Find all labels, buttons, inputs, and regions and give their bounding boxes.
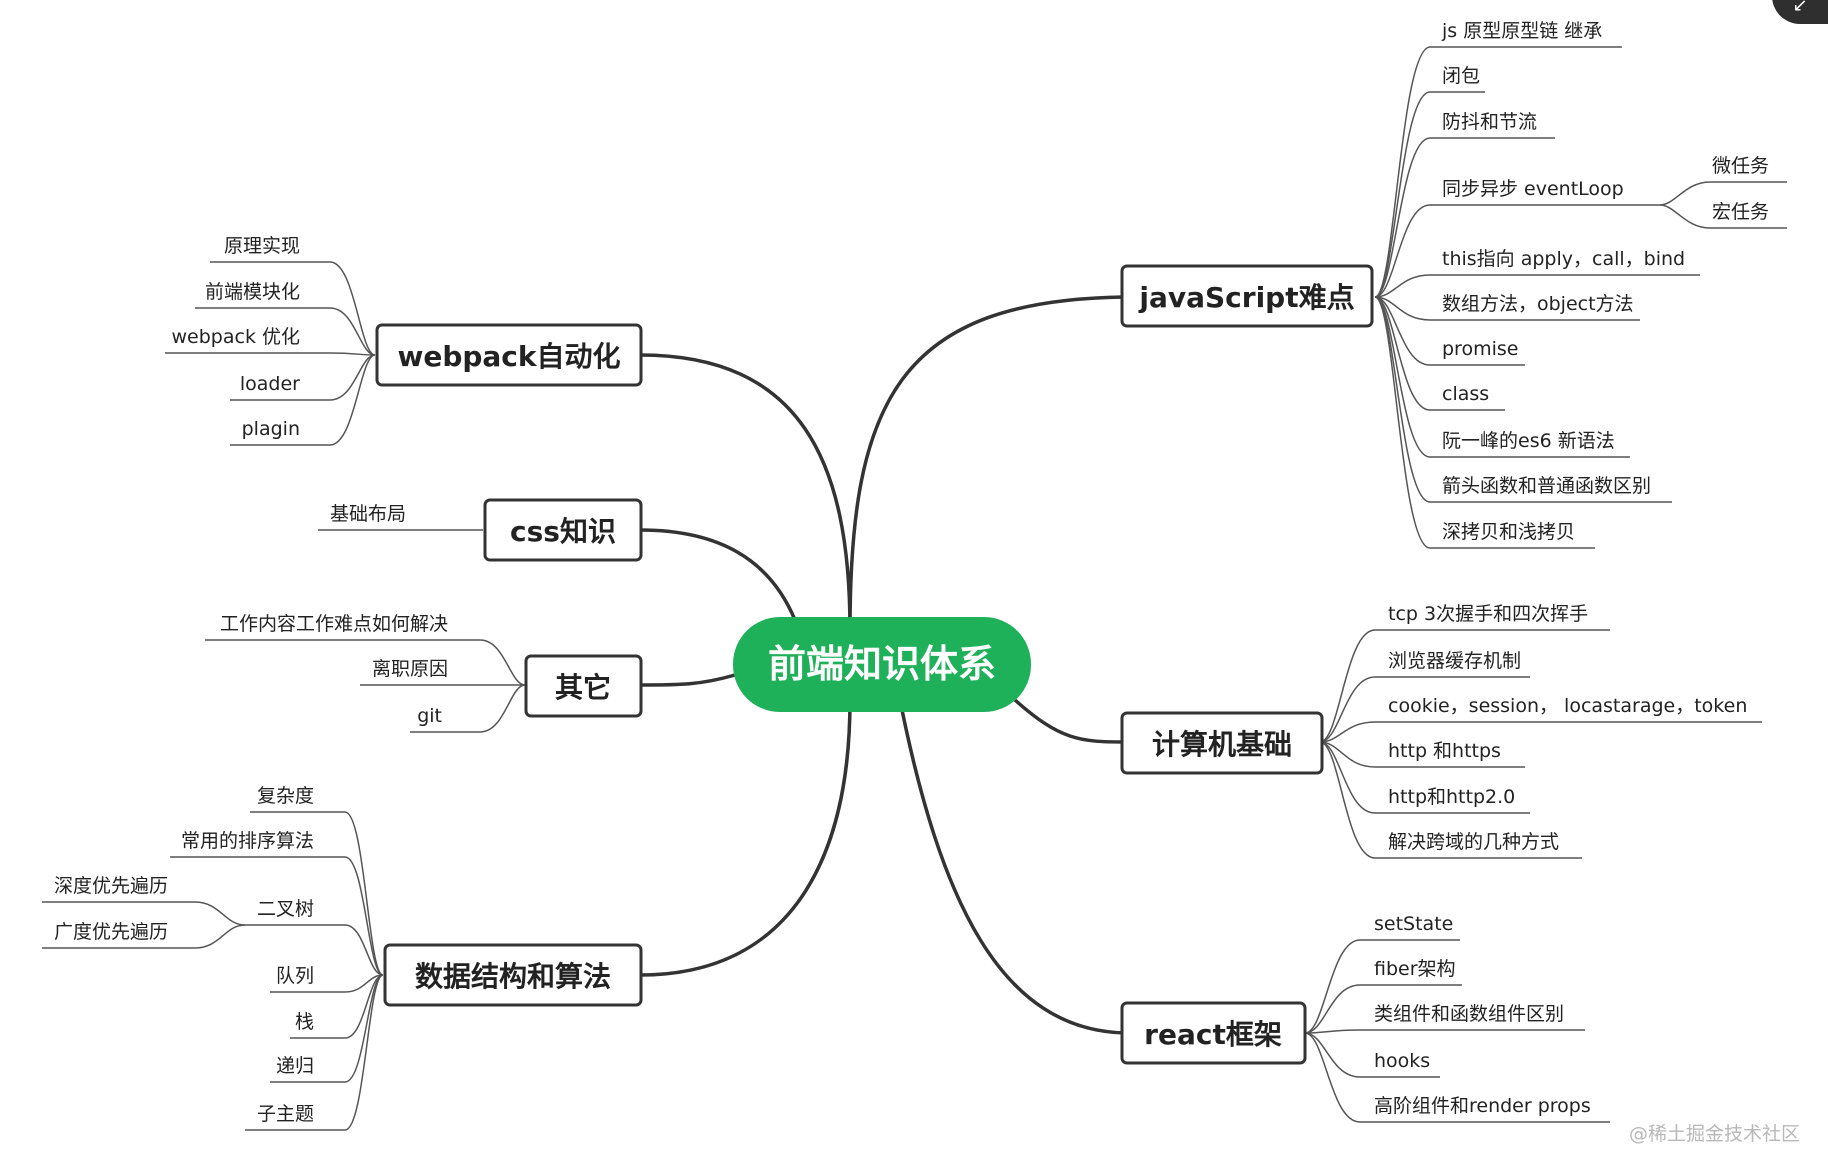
leaf-node[interactable]: class [1442, 383, 1489, 405]
branch-javascript-label: javaScript难点 [1138, 281, 1354, 314]
leaf-node[interactable]: webpack 优化 [172, 326, 300, 348]
leaf-node[interactable]: 原理实现 [224, 235, 300, 257]
branch-algo-label: 数据结构和算法 [415, 960, 611, 993]
branch-css[interactable]: css知识 [483, 498, 643, 562]
branch-react-label: react框架 [1144, 1018, 1282, 1051]
leaves-webpack: 原理实现 前端模块化 webpack 优化 loader plagin [172, 235, 301, 440]
branch-react[interactable]: react框架 [1120, 1001, 1307, 1065]
leaf-node[interactable]: 常用的排序算法 [181, 830, 314, 852]
leaf-node[interactable]: 离职原因 [372, 658, 448, 680]
leaf-node[interactable]: js 原型原型链 继承 [1441, 20, 1602, 42]
leaf-links [42, 46, 1787, 1131]
leaf-node[interactable]: 类组件和函数组件区别 [1374, 1003, 1564, 1025]
leaf-node[interactable]: 浏览器缓存机制 [1388, 650, 1521, 672]
leaf-node[interactable]: this指向 apply，call，bind [1442, 248, 1685, 270]
leaf-node[interactable]: 防抖和节流 [1442, 111, 1537, 133]
leaf-node[interactable]: http 和https [1388, 740, 1501, 762]
leaf-node[interactable]: tcp 3次握手和四次挥手 [1388, 603, 1588, 625]
branch-other-label: 其它 [555, 671, 611, 704]
leaf-node[interactable]: git [417, 705, 442, 727]
leaf-node[interactable]: fiber架构 [1374, 958, 1456, 980]
leaf-node[interactable]: 前端模块化 [205, 281, 300, 303]
leaves-other: 工作内容工作难点如何解决 离职原因 git [220, 613, 448, 727]
leaf-node[interactable]: 深拷贝和浅拷贝 [1442, 521, 1575, 543]
leaf-node[interactable]: 闭包 [1442, 65, 1480, 87]
root-node-shape [733, 617, 1031, 712]
leaf-node[interactable]: loader [240, 373, 300, 395]
leaf-node[interactable]: cookie，session， locastarage，token [1388, 695, 1747, 717]
root-node[interactable]: 前端知识体系 [733, 617, 1031, 712]
leaf-node[interactable]: 递归 [276, 1055, 314, 1077]
leaf-node[interactable]: 队列 [276, 965, 314, 987]
leaf-node[interactable]: 子主题 [257, 1103, 314, 1125]
branch-webpack[interactable]: webpack自动化 [375, 323, 643, 387]
root-label: 前端知识体系 [768, 642, 996, 686]
leaf-node[interactable]: 栈 [295, 1011, 314, 1033]
leaves-react: setState fiber架构 类组件和函数组件区别 hooks 高阶组件和r… [1374, 913, 1591, 1117]
leaf-node[interactable]: 箭头函数和普通函数区别 [1442, 475, 1651, 497]
leaf-node[interactable]: 复杂度 [257, 785, 314, 807]
leaf-node[interactable]: 阮一峰的es6 新语法 [1442, 430, 1615, 452]
leaf-node[interactable]: 高阶组件和render props [1374, 1095, 1591, 1117]
leaf-node[interactable]: 广度优先遍历 [54, 921, 168, 943]
leaf-node[interactable]: 二叉树 [257, 898, 314, 920]
leaf-node[interactable]: setState [1374, 913, 1453, 935]
leaf-node[interactable]: 基础布局 [330, 503, 406, 525]
leaves-algo: 复杂度 常用的排序算法 二叉树 队列 栈 递归 子主题 深度优先遍历 广度优先遍… [54, 785, 314, 1125]
branch-webpack-label: webpack自动化 [397, 340, 620, 373]
leaves-css: 基础布局 [330, 503, 406, 525]
branch-links [639, 295, 1126, 1035]
leaf-node[interactable]: 解决跨域的几种方式 [1388, 831, 1559, 853]
leaf-node[interactable]: 同步异步 eventLoop [1442, 178, 1624, 200]
leaf-node[interactable]: plagin [242, 418, 300, 440]
leaf-node[interactable]: 深度优先遍历 [54, 875, 168, 897]
leaf-node[interactable]: 微任务 [1712, 155, 1769, 177]
branch-computer-label: 计算机基础 [1152, 728, 1292, 761]
branch-css-label: css知识 [510, 515, 616, 548]
branch-computer[interactable]: 计算机基础 [1120, 711, 1324, 775]
branch-algo[interactable]: 数据结构和算法 [383, 943, 643, 1007]
leaf-node[interactable]: hooks [1374, 1050, 1430, 1072]
leaf-node[interactable]: promise [1442, 338, 1518, 360]
branch-javascript[interactable]: javaScript难点 [1120, 264, 1374, 328]
leaf-node[interactable]: 宏任务 [1712, 201, 1769, 223]
leaf-node[interactable]: 工作内容工作难点如何解决 [220, 613, 448, 635]
leaves-computer: tcp 3次握手和四次挥手 浏览器缓存机制 cookie，session， lo… [1388, 603, 1747, 853]
watermark: @稀土掘金技术社区 [1629, 1123, 1800, 1145]
leaf-node[interactable]: http和http2.0 [1388, 786, 1515, 808]
leaves-javascript: js 原型原型链 继承 闭包 防抖和节流 同步异步 eventLoop this… [1441, 20, 1769, 543]
leaf-node[interactable]: 数组方法，object方法 [1442, 293, 1634, 315]
branch-other[interactable]: 其它 [524, 654, 643, 718]
